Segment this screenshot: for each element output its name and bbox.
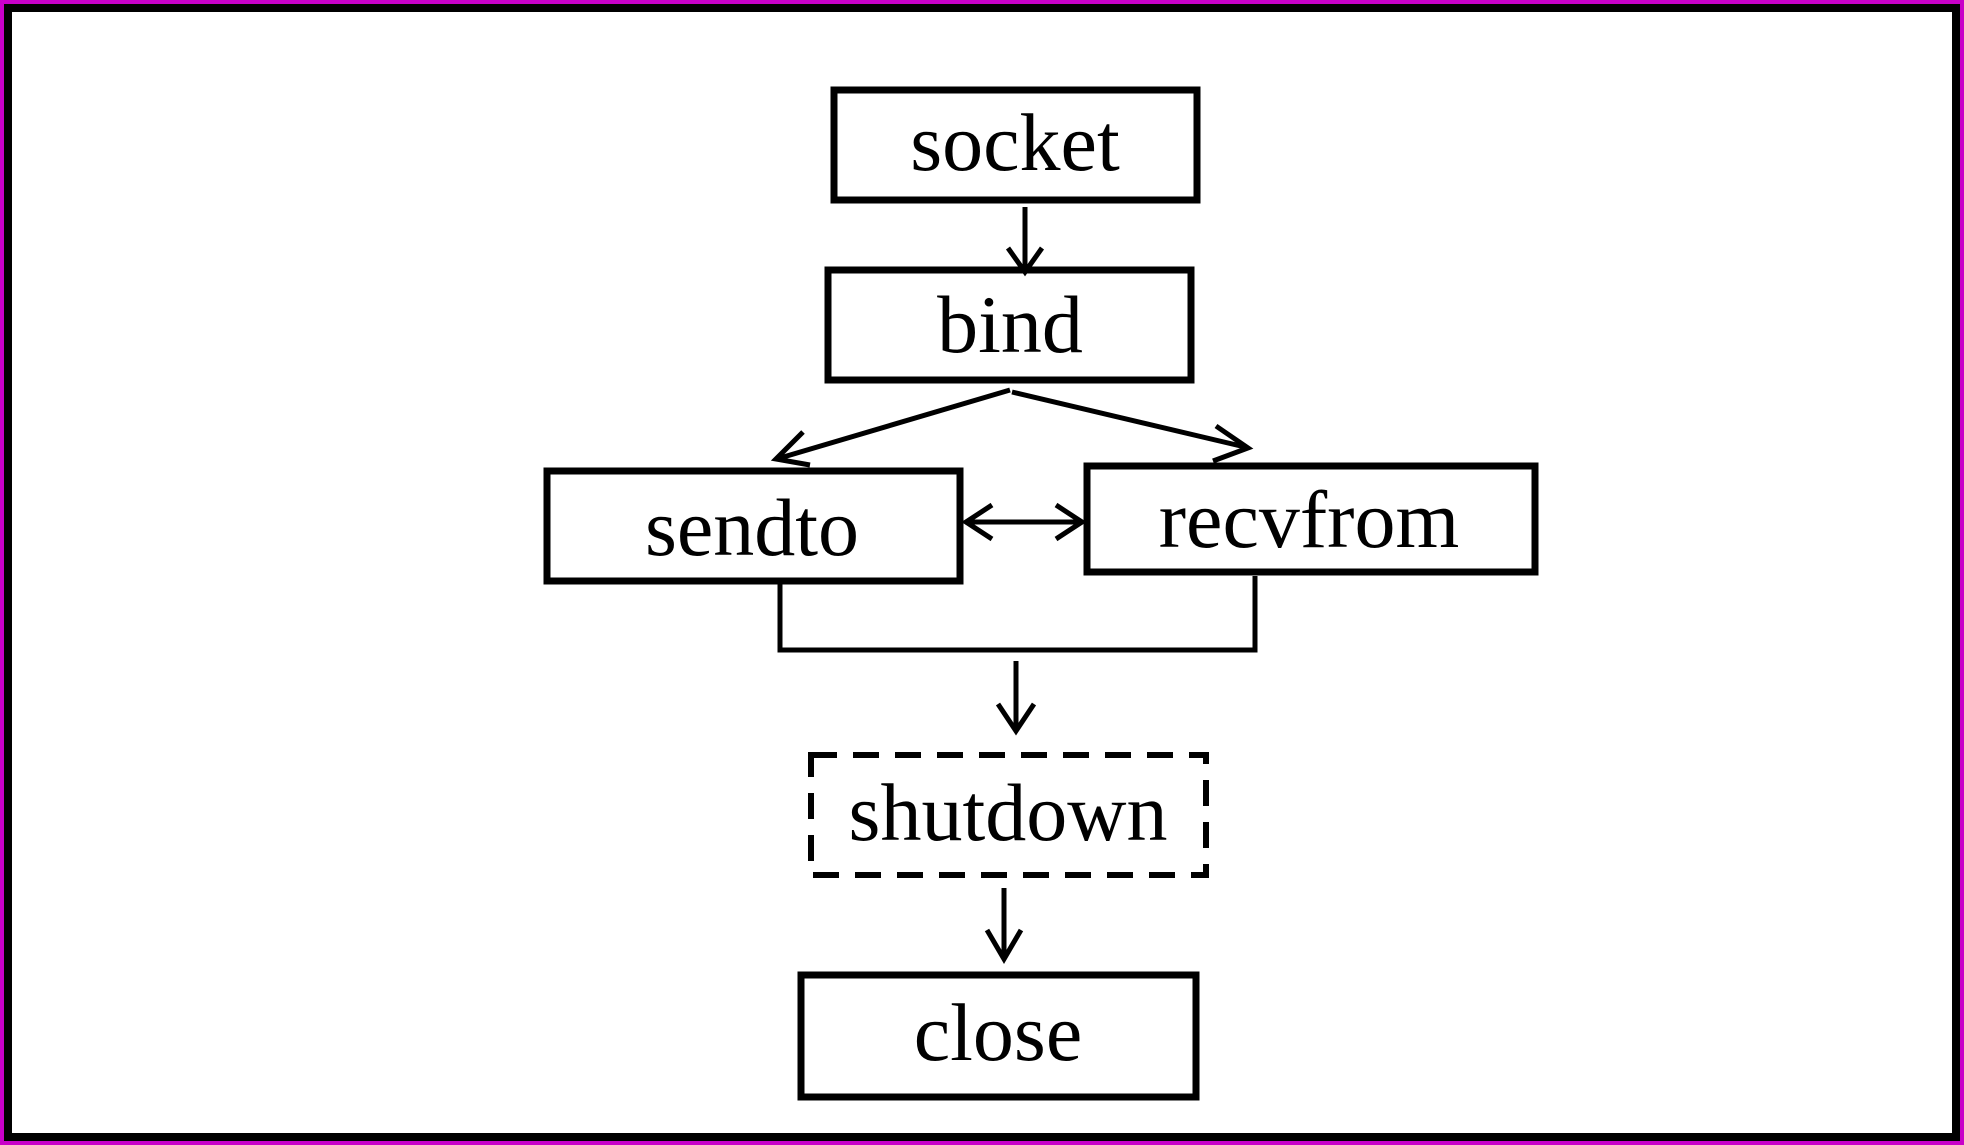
arrow-bind-to-sendto [770, 387, 1011, 468]
sendto-box [543, 467, 964, 585]
arrow-sendto-recvfrom-bidirectional [961, 502, 1087, 542]
sendto-label: sendto [645, 482, 859, 573]
close-box [797, 971, 1200, 1101]
shutdown-box [808, 752, 1209, 878]
shutdown-label: shutdown [849, 767, 1168, 858]
recvfrom-label: recvfrom [1159, 474, 1460, 565]
close-label: close [914, 987, 1082, 1078]
bind-box [824, 266, 1195, 384]
arrow-socket-to-bind [1005, 207, 1045, 277]
arrow-bind-to-recvfrom [1011, 389, 1254, 464]
inner-border [4, 4, 1960, 1141]
arrow-shutdown-to-close [984, 888, 1024, 964]
socket-box [830, 86, 1201, 204]
merge-connector [777, 576, 1258, 653]
recvfrom-box [1083, 462, 1539, 576]
bind-label: bind [937, 279, 1083, 370]
socket-label: socket [910, 97, 1120, 188]
arrow-merge-to-shutdown [995, 661, 1037, 736]
